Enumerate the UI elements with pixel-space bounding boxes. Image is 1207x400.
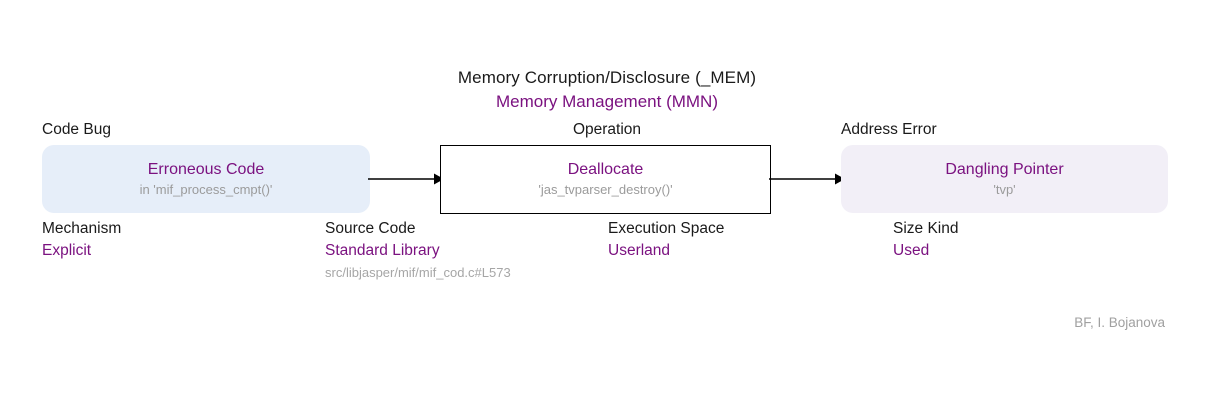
node-address-error-title: Dangling Pointer — [945, 160, 1064, 178]
class-title: Memory Corruption/Disclosure (_MEM) — [457, 68, 757, 87]
attribute-execution-space-value[interactable]: Userland — [608, 242, 671, 260]
attribute-execution-space: Execution Space Userland — [608, 218, 724, 263]
node-code-bug[interactable]: Erroneous Code in 'mif_process_cmpt()' — [42, 145, 370, 213]
attribute-source-code-value[interactable]: Standard Library — [325, 242, 440, 260]
attribute-mechanism-value[interactable]: Explicit — [42, 242, 92, 260]
caption-operation: Operation — [572, 121, 642, 138]
attribute-size-kind-name: Size Kind — [893, 220, 959, 237]
attribute-mechanism-name: Mechanism — [42, 220, 122, 237]
class-subtitle: Memory Management (MMN) — [496, 92, 718, 111]
caption-address-error: Address Error — [841, 121, 937, 138]
arrow-code-bug-to-operation — [368, 172, 444, 186]
footer-attribution: BF, I. Bojanova — [1074, 315, 1165, 330]
attribute-mechanism: Mechanism Explicit — [42, 218, 121, 263]
attribute-size-kind: Size Kind Used — [893, 218, 958, 263]
node-operation[interactable]: Deallocate 'jas_tvparser_destroy()' — [440, 145, 771, 214]
attribute-source-code-name: Source Code — [325, 220, 416, 237]
node-code-bug-subtitle: in 'mif_process_cmpt()' — [139, 181, 273, 197]
caption-code-bug: Code Bug — [42, 121, 111, 138]
attribute-execution-space-name: Execution Space — [608, 220, 725, 237]
arrow-operation-to-address-error — [769, 172, 845, 186]
node-code-bug-title: Erroneous Code — [147, 160, 265, 178]
node-address-error-subtitle: 'tvp' — [993, 181, 1016, 197]
node-address-error[interactable]: Dangling Pointer 'tvp' — [841, 145, 1168, 213]
attribute-source-code: Source Code Standard Library src/libjasp… — [325, 218, 511, 282]
node-operation-subtitle: 'jas_tvparser_destroy()' — [538, 182, 673, 198]
node-operation-title: Deallocate — [567, 161, 644, 179]
attribute-source-code-path[interactable]: src/libjasper/mif/mif_cod.c#L573 — [325, 264, 511, 280]
attribute-size-kind-value[interactable]: Used — [893, 242, 930, 260]
